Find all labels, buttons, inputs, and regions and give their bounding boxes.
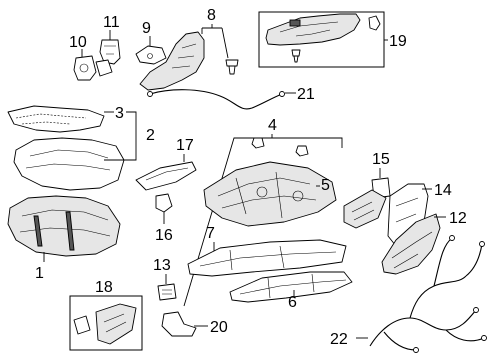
part-3-group: 3 [7,105,124,133]
part-18-cover [95,303,137,345]
part-19-screw [291,49,301,63]
callout-13: 13 [153,257,171,274]
part-4-nut [251,137,265,149]
callout-10: 10 [69,34,87,51]
part-19-group: 19 [258,11,407,68]
callout-6: 6 [288,294,297,311]
callout-12: 12 [449,210,467,227]
part-3-heater [7,105,105,133]
part-4-group: 4 5 [183,117,343,307]
part-2-group: 2 [13,111,155,191]
callout-5: 5 [321,177,330,194]
part-2-pad [13,137,125,191]
callout-3: 3 [115,105,124,122]
part-11-foot [95,59,113,77]
callout-20: 20 [210,319,228,336]
callout-21: 21 [297,86,315,103]
part-9-bracket [135,45,167,65]
callout-8: 8 [207,7,216,24]
callout-7: 7 [206,225,215,242]
part-5-frame [203,161,337,227]
part-15-group: 15 [343,151,391,229]
part-10-motor [73,55,97,81]
part-22-harness [369,309,477,347]
part-7-group: 7 [187,225,347,277]
callout-4: 4 [268,117,277,134]
part-21-cable [149,89,283,110]
part-9-group: 9 [135,20,167,65]
callout-22: 22 [330,331,348,348]
part-1-cover [7,195,121,257]
part-19-cover [265,13,361,46]
part-16-group: 16 [155,193,173,244]
part-18-frame [69,295,143,351]
part-17-group: 17 [135,137,197,191]
callout-14: 14 [434,182,452,199]
part-15-shield [343,189,387,229]
part-18-group: 18 [69,279,143,351]
part-6-track [229,271,353,303]
part-12-group: 12 [381,210,467,275]
callout-19: 19 [389,33,407,50]
part-6-group: 6 [229,271,353,311]
part-10-group: 10 [69,34,97,81]
part-17-rail-cover [135,161,197,191]
part-7-track [187,239,347,277]
callout-15: 15 [372,151,390,168]
part-8-group: 8 [139,7,239,91]
part-19-clip [368,15,381,31]
callout-17: 17 [176,137,194,154]
part-18-knob [73,315,91,335]
part-11-group: 11 [95,14,121,77]
callout-16: 16 [155,227,173,244]
callout-1: 1 [35,265,44,282]
part-16-clip [155,193,173,213]
callout-2: 2 [146,127,155,144]
callout-9: 9 [142,20,151,37]
part-20-bracket [161,311,197,337]
part-20-group: 20 [161,311,228,337]
part-19-frame [258,11,385,68]
callout-11: 11 [103,14,120,31]
part-1-group: 1 [7,195,121,282]
part-13-connector [157,283,177,301]
part-8-screw [225,59,239,75]
part-12-shield [381,213,441,275]
part-21-group: 21 [147,86,315,110]
part-13-group: 13 [153,257,177,301]
part-4-nut-2 [295,145,309,157]
callout-18: 18 [95,279,113,296]
part-22-group: 22 [330,235,487,353]
